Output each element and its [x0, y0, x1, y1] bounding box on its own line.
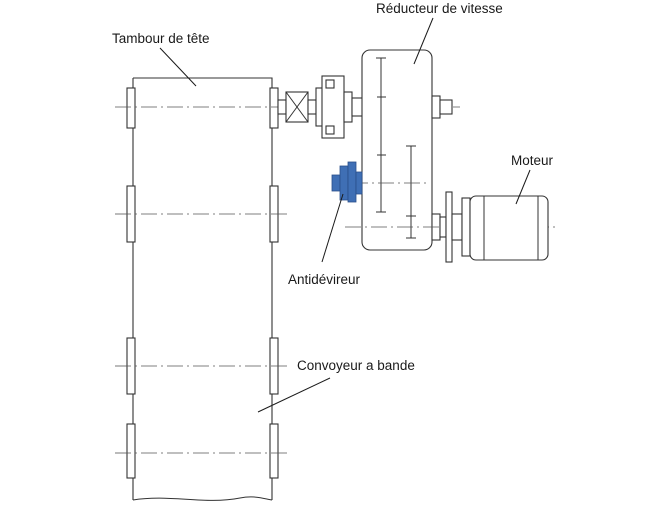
label-speed-reducer: Réducteur de vitesse: [376, 1, 503, 16]
label-belt-conveyor: Convoyeur a bande: [297, 358, 415, 373]
drive-shaft-coupling: [277, 75, 365, 139]
backstop: [331, 161, 363, 203]
motor: [439, 191, 549, 263]
label-motor: Moteur: [511, 153, 554, 168]
belt-conveyor: [115, 77, 460, 501]
leader-lines: [159, 17, 531, 413]
label-head-drum: Tambour de tête: [112, 31, 210, 46]
speed-reducer: [345, 49, 555, 251]
label-backstop: Antidévireur: [288, 272, 361, 287]
